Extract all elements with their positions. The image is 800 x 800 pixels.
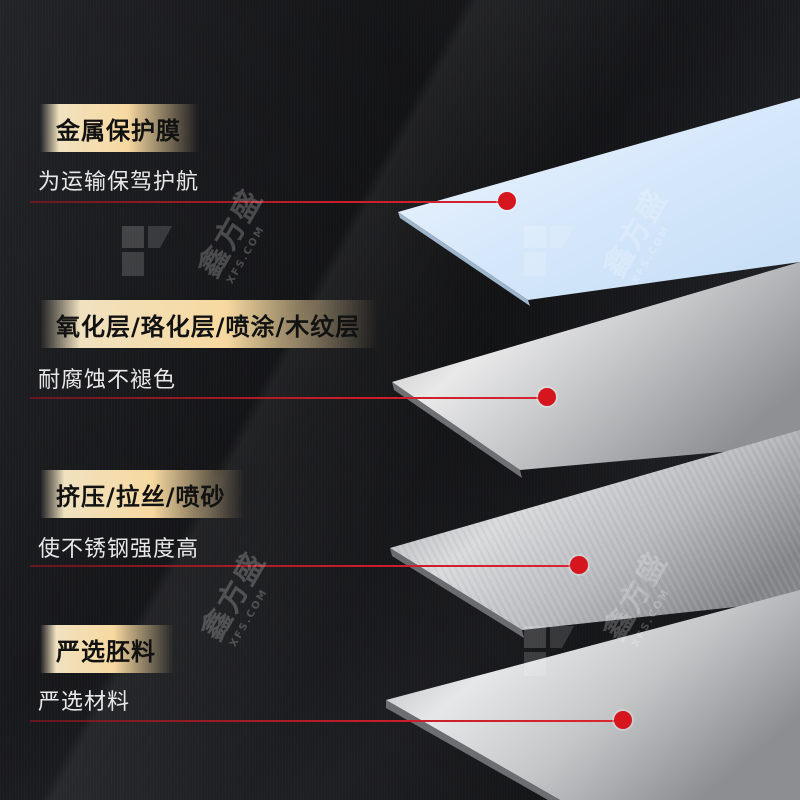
- layer-4-dot: [614, 711, 632, 729]
- watermark-logo-icon: [120, 224, 176, 284]
- strip-film-edge: [398, 212, 530, 306]
- layer-3-subtitle: 使不锈钢强度高: [38, 537, 200, 562]
- layer-1-subtitle: 为运输保驾护航: [38, 170, 200, 195]
- strip-blank: [386, 590, 800, 800]
- strip-film: [398, 98, 800, 300]
- layer-1-title: 金属保护膜: [40, 104, 199, 152]
- layer-3-dot: [570, 556, 588, 574]
- layer-4-subtitle: 严选材料: [38, 690, 131, 715]
- strip-brushed-texture: [390, 430, 800, 630]
- layer-4-rule: [30, 720, 618, 722]
- strip-oxide-edge: [392, 382, 522, 478]
- layer-2-title: 氧化层/珞化层/喷涂/木纹层: [40, 300, 379, 348]
- watermark-logo-icon: [522, 224, 578, 284]
- layer-2-dot: [538, 388, 556, 406]
- strip-oxide: [392, 262, 800, 470]
- strip-blank-edge: [386, 700, 560, 800]
- strip-brushed-edge: [390, 548, 524, 638]
- layer-1-dot: [498, 192, 516, 210]
- layer-2-rule: [30, 397, 548, 399]
- layer-3-title: 挤压/拉丝/喷砂: [40, 470, 244, 518]
- layer-4-title: 严选胚料: [40, 625, 174, 673]
- layer-2-subtitle: 耐腐蚀不褪色: [38, 368, 177, 393]
- layer-1-rule: [30, 201, 508, 203]
- layer-3-rule: [30, 565, 570, 567]
- watermark-logo-icon: [522, 624, 578, 684]
